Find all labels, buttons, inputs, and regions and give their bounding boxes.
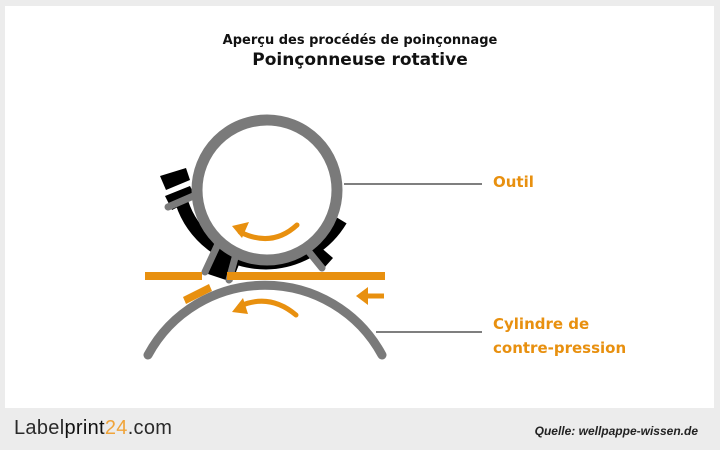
diagram-title: Poinçonneuse rotative — [252, 50, 468, 70]
material-web — [145, 272, 385, 304]
diagram-card — [5, 6, 714, 408]
tool-rotation-arrow-icon — [232, 222, 300, 242]
counter-cylinder-rotation-arrow-icon — [232, 298, 299, 318]
feed-direction-arrow-icon — [356, 287, 384, 305]
counter-cylinder-label-line2: contre-pression — [493, 339, 627, 357]
logo-text-label: Label — [14, 417, 65, 439]
logo-text-print: print — [64, 417, 105, 439]
source-credit: Quelle: wellpappe-wissen.de — [534, 424, 698, 438]
labelprint24-logo: Labelprint24.com — [14, 417, 172, 440]
header: Aperçu des procédés de poinçonnage Poinç… — [0, 33, 720, 71]
logo-text-com: .com — [127, 417, 173, 439]
tool-label: Outil — [493, 173, 534, 191]
tool-cylinder — [191, 114, 343, 266]
logo-text-24: 24 — [104, 417, 128, 439]
diagram-subtitle: Aperçu des procédés de poinçonnage — [222, 33, 498, 48]
counter-pressure-cylinder — [143, 280, 387, 360]
counter-cylinder-label-line1: Cylindre de — [493, 315, 590, 333]
